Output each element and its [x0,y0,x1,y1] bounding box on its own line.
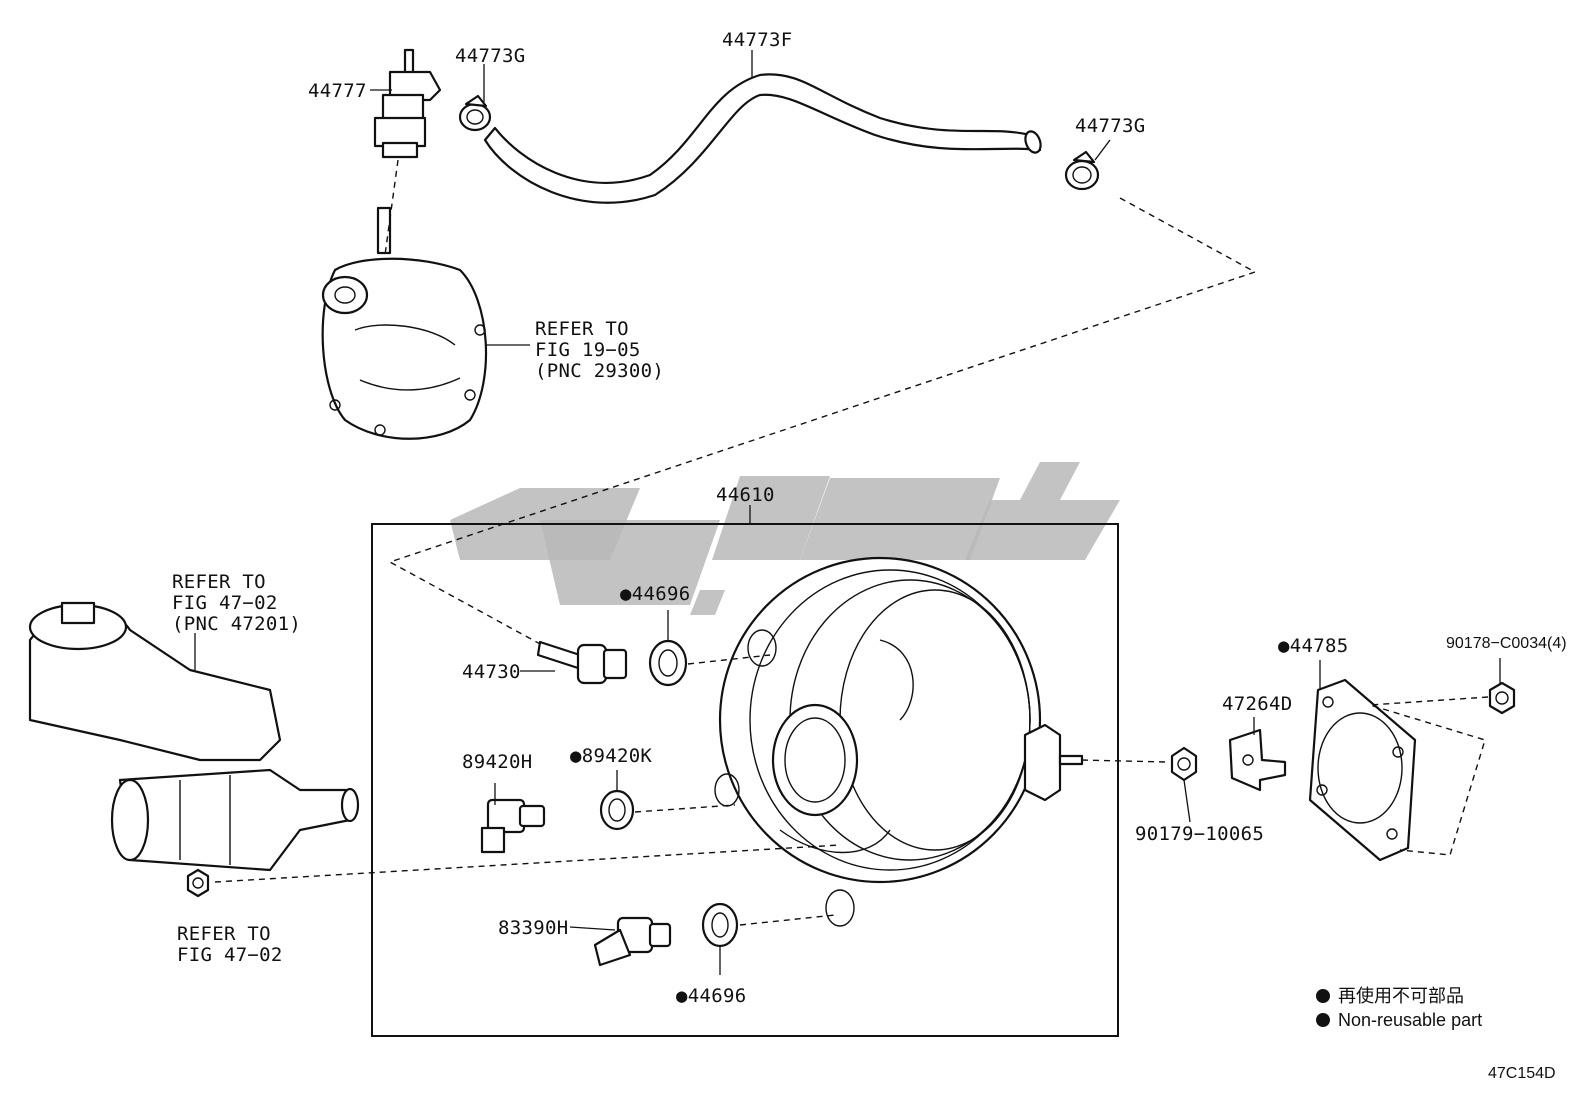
hose-clamp-right[interactable] [1064,150,1100,191]
ref-reservoir-line-3: (PNC 47201) [172,613,301,635]
union-44730[interactable] [536,640,628,685]
label-44696-bottom: ●44696 [676,985,746,1007]
label-90179: 90179−10065 [1135,823,1264,845]
nut-90179[interactable] [1170,746,1198,782]
check-valve-83390h[interactable] [593,916,672,967]
label-89420k: ●89420K [570,745,652,767]
nut-90178[interactable] [1488,681,1516,715]
brake-booster[interactable] [714,556,1084,927]
leader-lines [194,50,1501,975]
gasket-44785[interactable] [1308,678,1417,862]
dashed-assembly-lines [214,159,1489,926]
label-44610: 44610 [716,484,775,506]
legend-english: Non-reusable part [1338,1010,1482,1030]
reference-nut: REFER TO FIG 47−02 [177,923,283,966]
pressure-sensor-89420h[interactable] [480,798,546,854]
label-44730: 44730 [462,661,521,683]
label-44777: 44777 [308,80,367,102]
label-89420h: 89420H [462,751,532,773]
label-44773g-left: 44773G [455,45,525,67]
label-44773f: 44773F [722,29,792,51]
booster-assembly-box [371,523,1119,1037]
vacuum-pump [321,206,488,440]
watermark-logo [450,462,1120,615]
grommet-44696-top[interactable] [648,639,688,687]
ref-reservoir-line-2: FIG 47−02 [172,592,278,614]
ref-pump-line-1: REFER TO [535,318,629,340]
grommet-89420k[interactable] [599,789,635,831]
reference-reservoir: REFER TO FIG 47−02 (PNC 47201) [172,571,301,635]
legend-bullet-1 [1316,989,1330,1003]
hose-clamp-left[interactable] [458,94,492,132]
vacuum-switching-valve[interactable] [373,48,442,159]
ref-nut-line-2: FIG 47−02 [177,944,283,966]
brake-master-cylinder [28,601,360,872]
label-83390h: 83390H [498,917,568,939]
legend: 再使用不可部品 Non-reusable part [1316,986,1482,1030]
label-44785: ●44785 [1278,635,1348,657]
legend-bullet-2 [1316,1013,1330,1027]
label-47264d: 47264D [1222,693,1292,715]
ref-pump-line-3: (PNC 29300) [535,360,664,382]
vacuum-hose[interactable] [483,73,1043,204]
ref-reservoir-line-1: REFER TO [172,571,266,593]
nut-master-cylinder[interactable] [186,868,210,898]
bracket-47264d[interactable] [1228,728,1287,792]
figure-code: 47C154D [1488,1065,1556,1082]
reference-pump: REFER TO FIG 19−05 (PNC 29300) [535,318,664,382]
ref-pump-line-2: FIG 19−05 [535,339,641,361]
label-44773g-right: 44773G [1075,115,1145,137]
ref-nut-line-1: REFER TO [177,923,271,945]
grommet-44696-bottom[interactable] [701,902,739,948]
label-90178: 90178−C0034(4) [1446,635,1567,652]
legend-chinese: 再使用不可部品 [1338,986,1464,1006]
label-44696-top: ●44696 [620,583,690,605]
